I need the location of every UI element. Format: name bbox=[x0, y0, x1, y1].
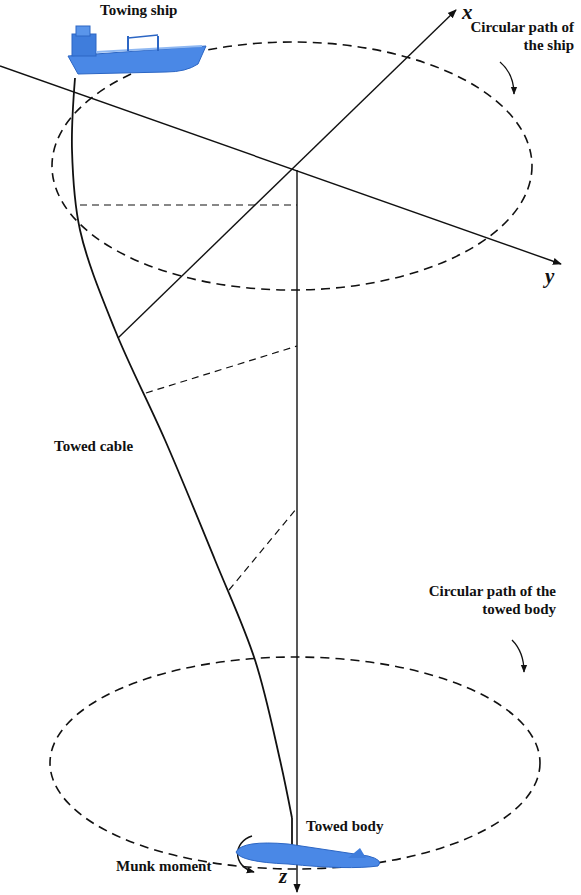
body-circular-path bbox=[50, 657, 540, 869]
axis-label: y bbox=[545, 264, 554, 289]
annotation-label: Circular path of the ship bbox=[458, 18, 574, 54]
z-axis bbox=[296, 170, 297, 892]
ship-circular-path bbox=[52, 42, 532, 290]
towing-ship: Towing ship bbox=[66, 2, 208, 78]
ship-mast bbox=[128, 35, 158, 38]
projection-line bbox=[146, 346, 297, 393]
projection-line bbox=[229, 508, 297, 590]
tow-line-end bbox=[291, 818, 293, 848]
ship-deck bbox=[96, 46, 202, 52]
annotation-label: Circular path of the towed body bbox=[410, 582, 556, 618]
ship-superstructure bbox=[72, 34, 96, 56]
towed-body-fin bbox=[348, 848, 366, 858]
axis-label: z bbox=[279, 864, 287, 889]
annotation-label: Munk moment bbox=[116, 857, 211, 875]
node-label: Towing ship bbox=[100, 2, 177, 19]
projection-line bbox=[80, 204, 297, 205]
y-axis bbox=[0, 66, 561, 264]
direction-arrow bbox=[512, 640, 524, 672]
towed-body: Towed body bbox=[228, 818, 388, 870]
towed-body-hull bbox=[236, 843, 380, 868]
direction-arrow bbox=[500, 62, 514, 94]
node-label: Towed body bbox=[306, 818, 383, 835]
ship-bridge bbox=[76, 26, 90, 36]
edge-label: Towed cable bbox=[54, 437, 133, 455]
ship-mast bbox=[157, 36, 159, 51]
